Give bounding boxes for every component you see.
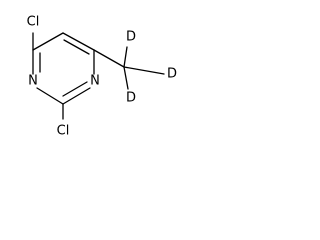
bond-c4-c5 — [32, 32, 64, 51]
bond-n1-c2 — [62, 87, 91, 105]
bond-c-d-top — [123, 46, 128, 68]
pyrimidine-ring — [32, 32, 95, 105]
molecule-structure: Cl N N Cl D D D — [27, 15, 177, 139]
atom-cl-top: Cl — [27, 15, 40, 30]
bond-c2-n3 — [36, 87, 64, 105]
atom-n-right: N — [90, 74, 100, 89]
atom-d-top: D — [126, 30, 136, 45]
bond-c-d-right — [123, 66, 165, 75]
bond-c5-c6-double — [63, 39, 90, 55]
bond-n1-c2-double — [62, 81, 88, 97]
bond-c-d-bottom — [123, 66, 129, 90]
atom-cl-bottom: Cl — [57, 124, 70, 139]
atom-d-bottom: D — [126, 91, 136, 106]
bond-c5-c6 — [62, 32, 95, 51]
bond-c6-cd3 — [93, 49, 125, 68]
atom-n-left: N — [28, 74, 38, 89]
atom-d-right: D — [167, 67, 177, 82]
